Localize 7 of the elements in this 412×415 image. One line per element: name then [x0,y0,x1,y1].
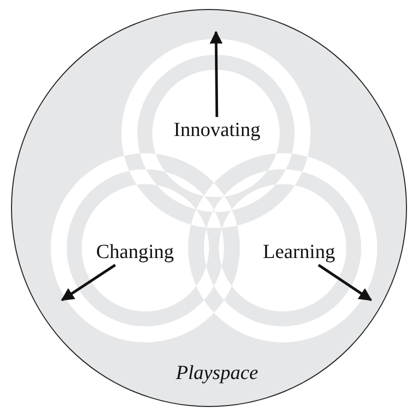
arrow [210,30,223,118]
circle-label: Changing [96,241,174,263]
circle-label: Innovating [174,119,260,141]
circle-label: Learning [262,241,336,263]
arrow [318,264,372,302]
area-label: Playspace [176,362,258,384]
arrow [60,264,116,302]
